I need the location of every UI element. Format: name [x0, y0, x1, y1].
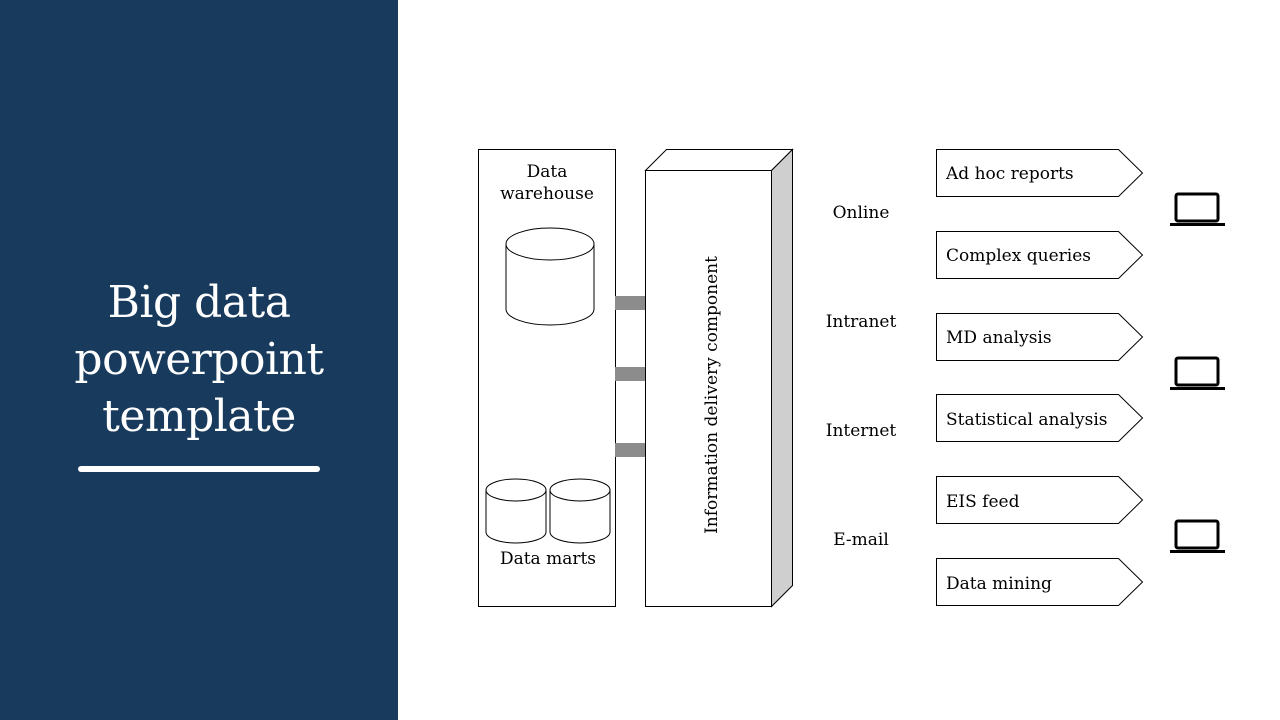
slide-title-line: template: [102, 391, 296, 442]
warehouse-title-line: Data: [527, 162, 568, 182]
output-statistical-analysis: Statistical analysis: [936, 394, 1144, 442]
delivery-component-label: Information delivery component: [702, 256, 722, 534]
slide-title: Big data powerpoint template: [0, 274, 398, 445]
output-data-mining: Data mining: [936, 558, 1144, 606]
channel-internet: Internet: [826, 421, 897, 441]
data-marts-label: Data marts: [500, 549, 596, 569]
output-label: Data mining: [946, 574, 1052, 594]
channel-intranet: Intranet: [826, 312, 897, 332]
title-panel: [0, 0, 398, 720]
title-underline: [78, 466, 320, 472]
output-label: Complex queries: [946, 246, 1091, 266]
output-label: EIS feed: [946, 492, 1020, 512]
warehouse-title-line: warehouse: [500, 184, 594, 204]
laptop-icon: [1170, 519, 1225, 553]
laptop-icon: [1170, 356, 1225, 390]
output-label: Statistical analysis: [946, 410, 1108, 430]
output-label: MD analysis: [946, 328, 1052, 348]
output-ad-hoc-reports: Ad hoc reports: [936, 149, 1144, 197]
laptop-icon: [1170, 192, 1225, 226]
slide-title-line: Big data: [107, 277, 291, 328]
channel-online: Online: [833, 203, 890, 223]
delivery-component-box: [644, 148, 794, 608]
connector-bar: [615, 443, 645, 457]
output-md-analysis: MD analysis: [936, 313, 1144, 361]
data-mart-cylinder-icon: [485, 478, 547, 544]
output-eis-feed: EIS feed: [936, 476, 1144, 524]
slide-title-line: powerpoint: [74, 334, 324, 385]
data-mart-cylinder-icon: [549, 478, 611, 544]
output-label: Ad hoc reports: [945, 164, 1074, 184]
database-cylinder-icon: [505, 227, 595, 326]
connector-bar: [615, 296, 645, 310]
output-complex-queries: Complex queries: [936, 231, 1144, 279]
connector-bar: [615, 367, 645, 381]
channel-email: E-mail: [833, 530, 889, 550]
